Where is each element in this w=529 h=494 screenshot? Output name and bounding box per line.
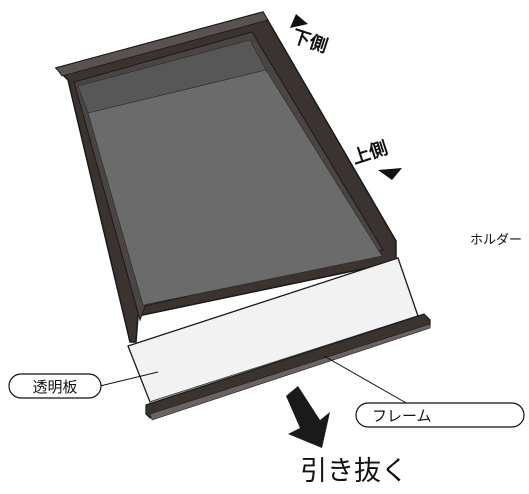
triangle-down-icon [378, 168, 402, 180]
holder-top-ledge [55, 11, 269, 77]
screen-area [87, 69, 383, 306]
frame-label-box [355, 402, 525, 428]
arrow-down-right-icon [286, 386, 330, 448]
triangle-up-icon [290, 14, 308, 28]
top-side-label: 上側 [349, 137, 390, 169]
plate-label: 透明板 [32, 378, 77, 396]
frame-label: フレーム [372, 407, 432, 425]
holder-label: ホルダー [470, 233, 522, 248]
frame-leader-line [323, 355, 409, 405]
plate-label-box [8, 373, 102, 399]
plate-leader-line [99, 371, 159, 387]
pull-out-label: 引き抜く [300, 456, 408, 487]
bottom-side-label: 下側 [289, 25, 330, 57]
frame-strip-face [149, 323, 431, 421]
